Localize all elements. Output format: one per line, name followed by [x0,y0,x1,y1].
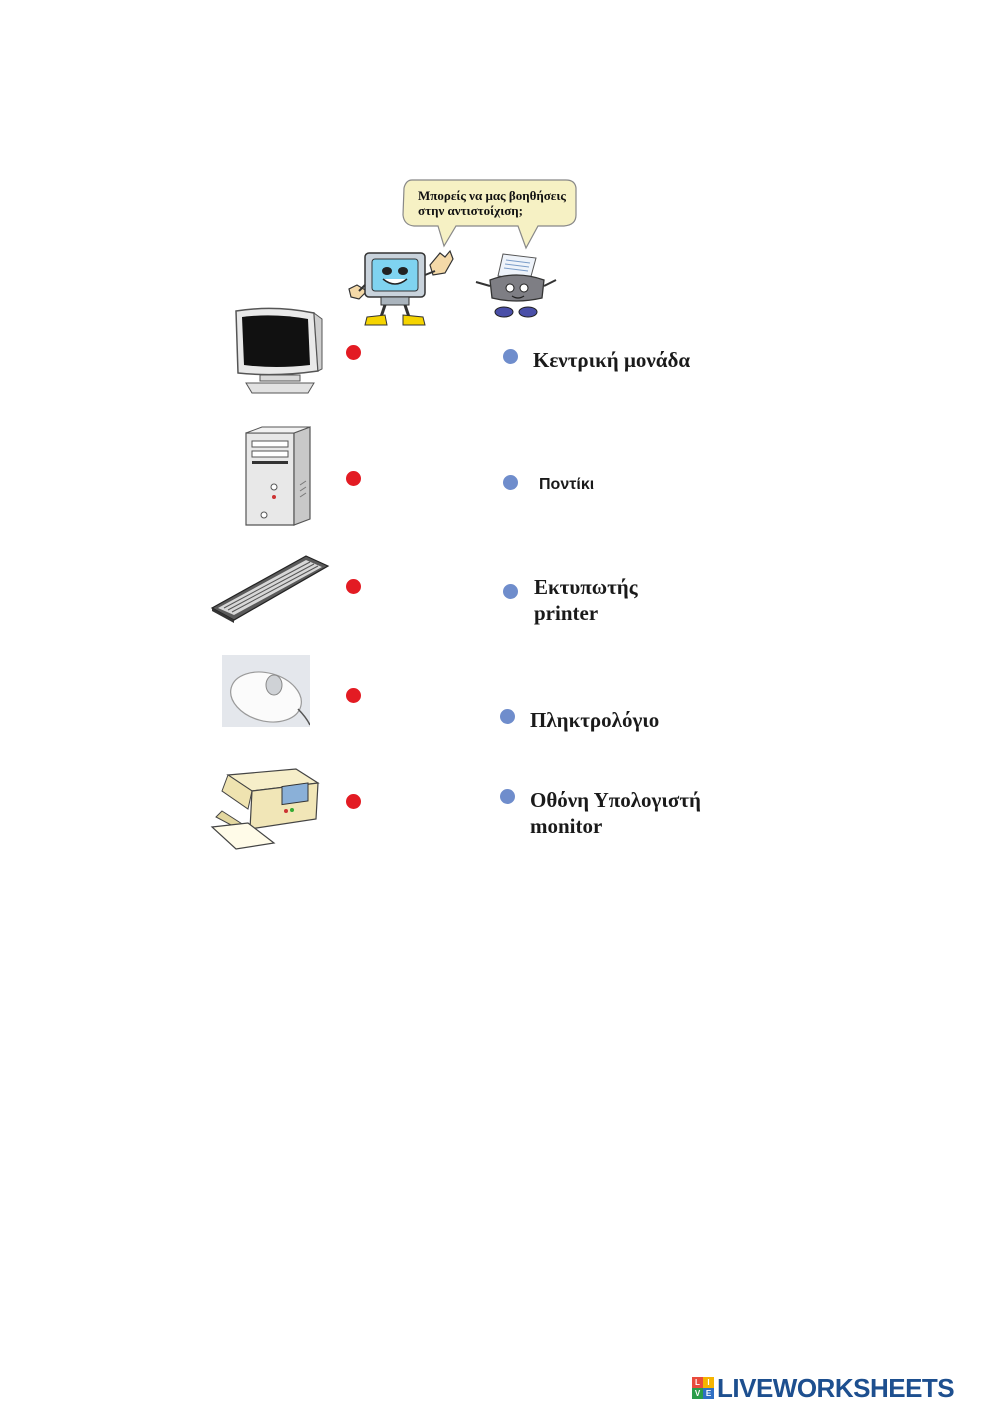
label-central-unit: Κεντρική μονάδα [533,348,691,372]
speech-bubble-line1: Μπορείς να μας βοηθήσεις [418,188,566,203]
liveworksheets-logo-mark: L I V E [692,1377,714,1399]
label-keyboard: Πληκτρολόγιο [530,708,660,732]
label-monitor-english: monitor [530,814,603,838]
speech-bubble: Μπορείς να μας βοηθήσεις στην αντιστοίχι… [398,170,583,252]
label-monitor-greek: Οθόνη Υπολογιστή [530,788,701,812]
cartoon-computer-icon [345,245,460,330]
right-match-dot-5[interactable] [500,789,515,804]
device-keyboard [210,552,330,624]
device-monitor [228,303,324,395]
keyboard-icon [210,555,330,623]
cartoon-printer-icon [468,250,563,322]
left-match-dot-2[interactable] [346,471,361,486]
right-match-dot-3[interactable] [503,584,518,599]
monitor-icon [235,307,323,394]
label-printer-greek: Εκτυπωτής [534,575,638,599]
right-match-dot-4[interactable] [500,709,515,724]
device-computer-tower [244,425,314,527]
right-match-dot-2[interactable] [503,475,518,490]
speech-bubble-line2: στην αντιστοίχιση; [418,203,524,218]
printer-icon [210,768,320,850]
speech-bubble-text: Μπορείς να μας βοηθήσεις στην αντιστοίχι… [418,188,588,218]
speech-bubble-shape [402,179,577,250]
logo-mark-letter: E [703,1388,714,1399]
label-monitor: Οθόνη Υπολογιστή monitor [530,787,701,839]
right-match-dot-1[interactable] [503,349,518,364]
liveworksheets-logo-text: LIVEWORKSHEETS [717,1372,955,1403]
left-match-dot-3[interactable] [346,579,361,594]
logo-mark-letter: L [692,1377,703,1388]
label-printer: Εκτυπωτής printer [534,574,638,626]
computer-tower-icon [245,426,311,526]
mouse-icon [222,655,311,727]
device-mouse [222,655,311,727]
logo-mark-letter: I [703,1377,714,1388]
left-match-dot-4[interactable] [346,688,361,703]
label-mouse: Ποντίκι [539,476,595,493]
left-match-dot-5[interactable] [346,794,361,809]
left-match-dot-1[interactable] [346,345,361,360]
device-printer [208,765,322,851]
label-printer-english: printer [534,601,599,625]
liveworksheets-logo: L I V E LIVEWORKSHEETS [692,1372,955,1403]
logo-mark-letter: V [692,1388,703,1399]
